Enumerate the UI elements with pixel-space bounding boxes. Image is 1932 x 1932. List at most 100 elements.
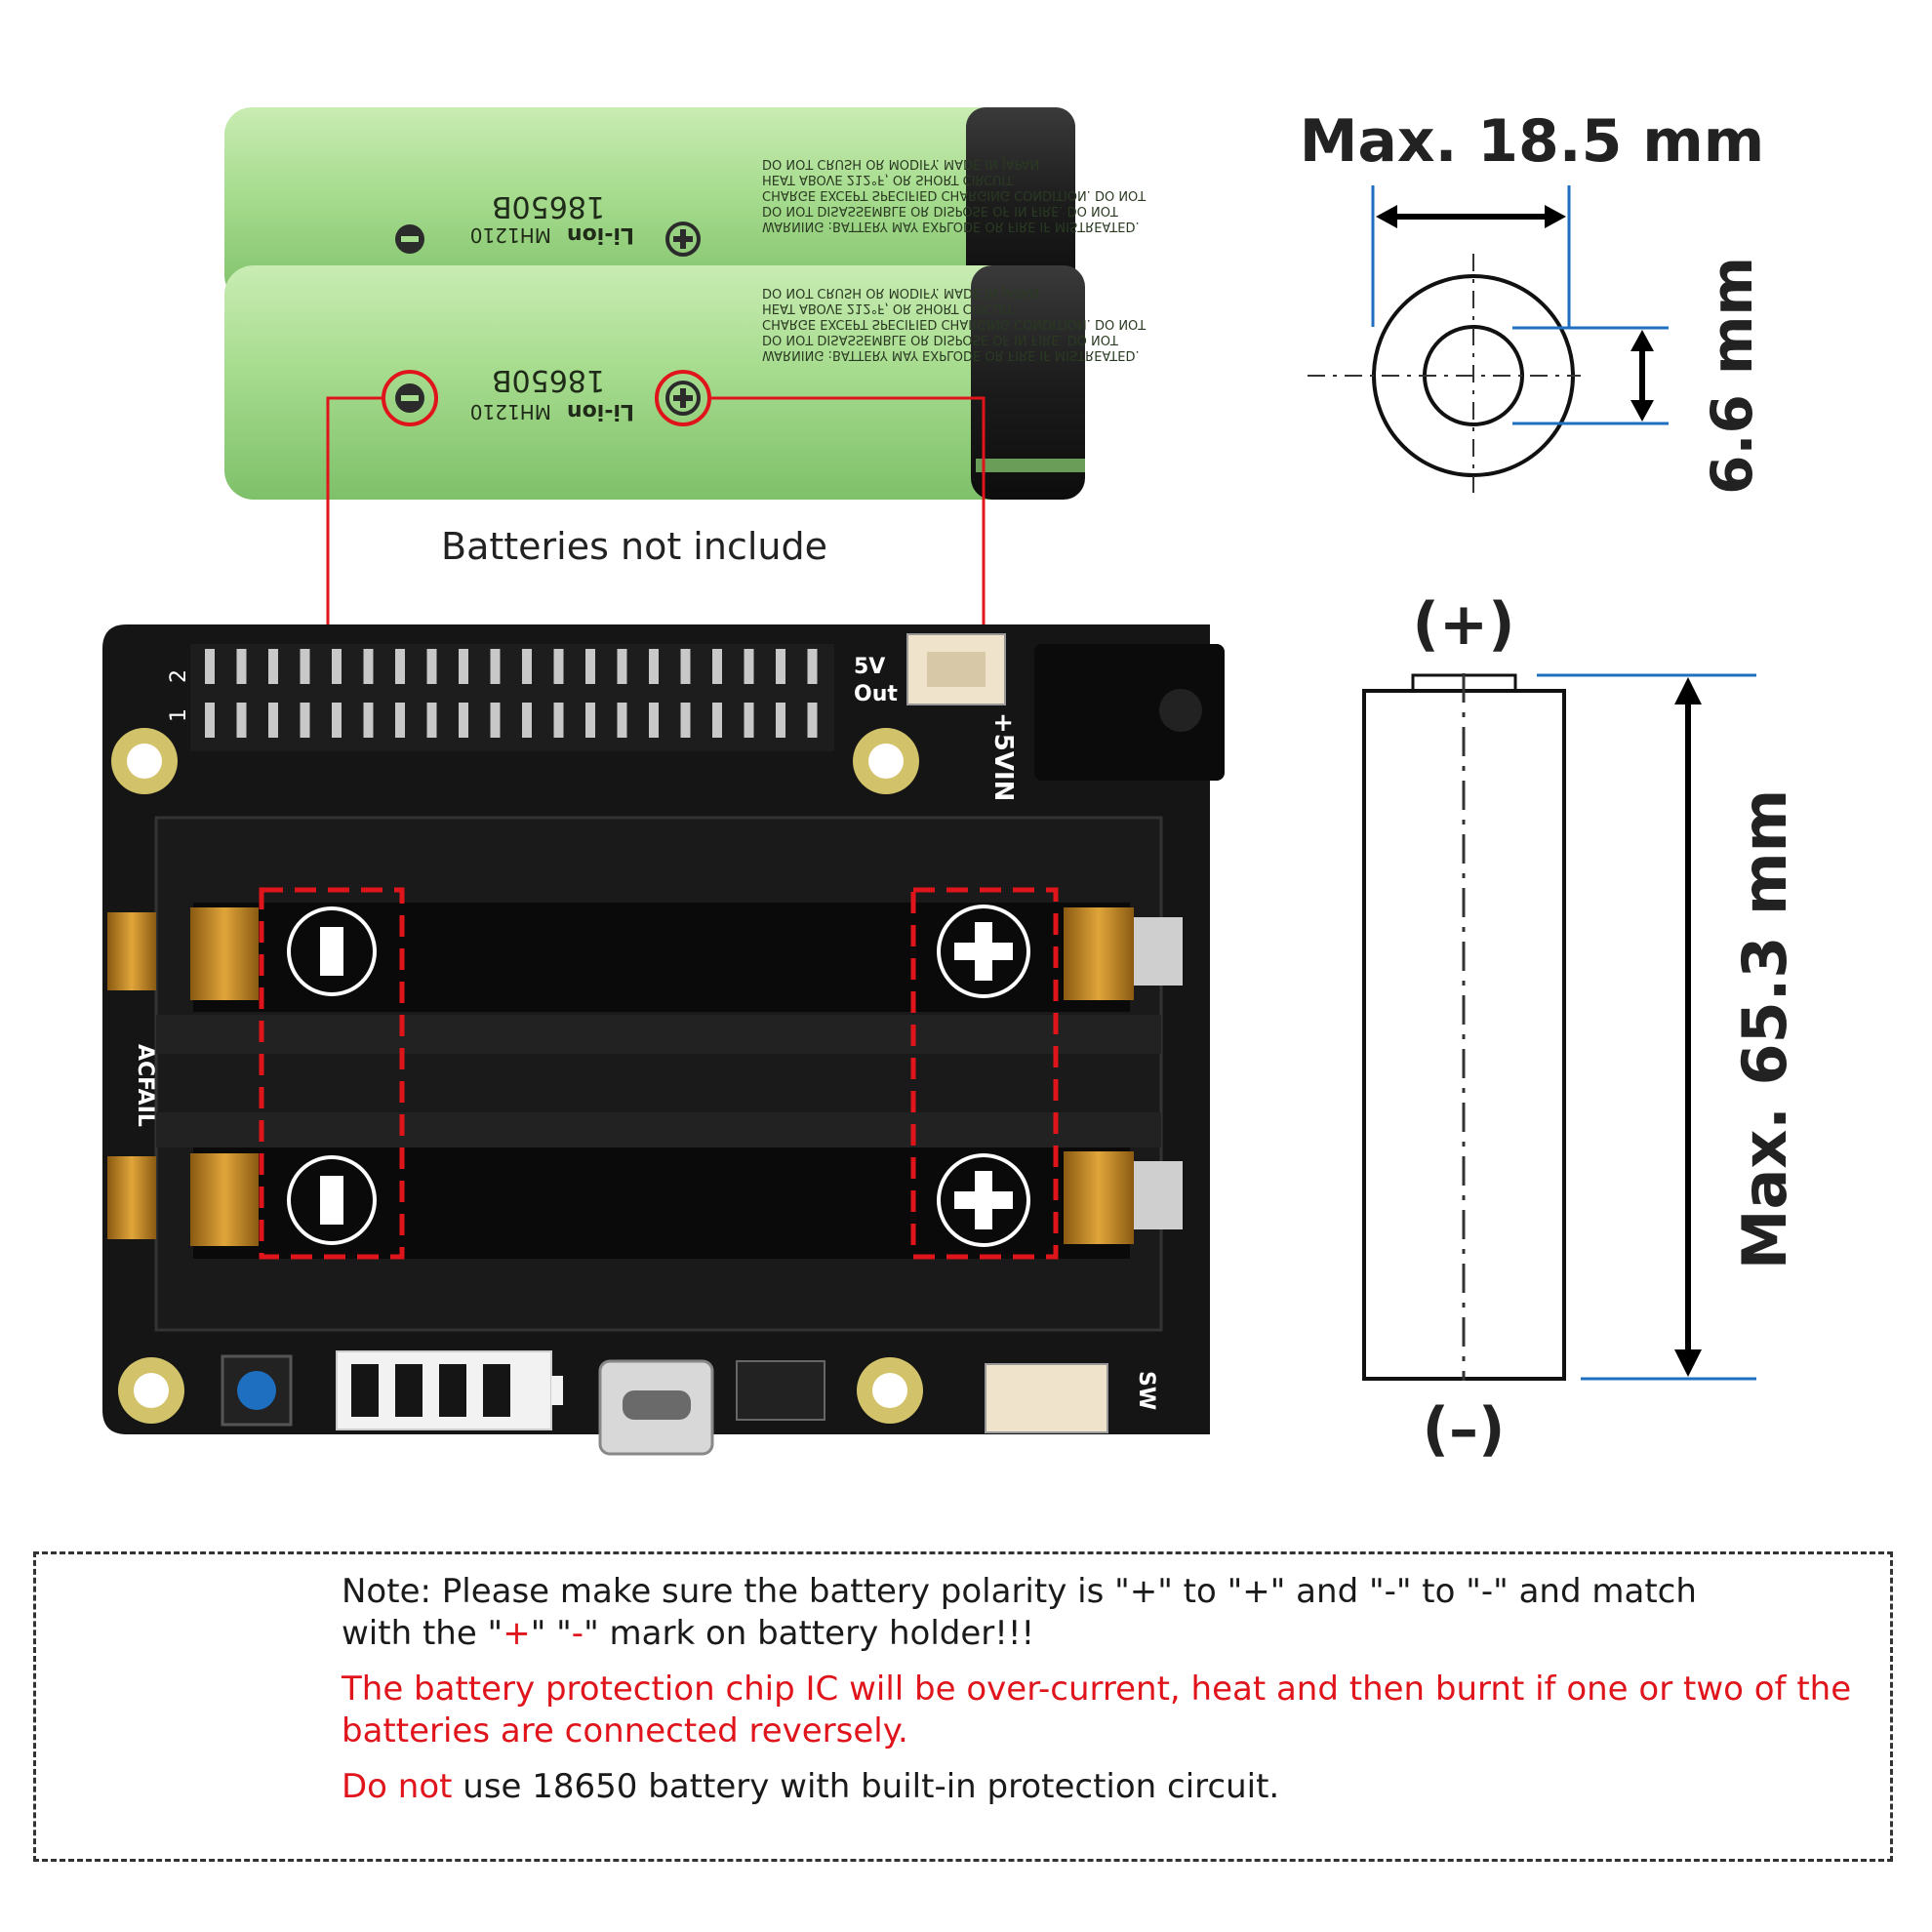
push-button-cap — [237, 1371, 276, 1410]
board-plus-icon-top — [937, 905, 1030, 998]
5v-in-label: +5VIN — [988, 712, 1018, 801]
gpio-pin — [585, 649, 595, 684]
length-diagram: (+) Max. 65.3 mm (–) — [1362, 590, 1800, 1464]
dc-jack — [1034, 644, 1225, 781]
gpio-pin — [236, 703, 247, 738]
note-line-1b-pre: with the " — [342, 1614, 503, 1653]
board-minus-icon-bottom — [287, 1155, 377, 1245]
gpio-pin — [522, 703, 532, 738]
battery-top-warning-1: WARNING :BATTERY MAY EXPLODE OR FIRE IF … — [762, 219, 1140, 233]
gpio-pin — [744, 703, 754, 738]
battery-bottom-warning-1: WARNING :BATTERY MAY EXPLODE OR FIRE IF … — [762, 347, 1140, 362]
gpio-pin — [649, 649, 659, 684]
battery-level-leds — [336, 1350, 563, 1430]
note-paragraph-3: Do not use 18650 battery with built-in p… — [342, 1766, 1864, 1808]
gpio-pin — [712, 649, 722, 684]
gpio-pin — [459, 649, 468, 684]
gpio-pin — [776, 703, 785, 738]
note-plus-mark: + — [503, 1614, 531, 1653]
sw-connector — [985, 1363, 1108, 1433]
gpio-pin — [205, 703, 215, 738]
battery-top-part: MH1210 — [470, 223, 551, 247]
note-line-1b-mid: " " — [530, 1614, 572, 1653]
acfail-label: ACFAIL — [133, 1044, 157, 1127]
gpio-pin — [332, 649, 342, 684]
battery-bottom-warning-5: DO NOT CRUSH OR MODIFY. MADE IN JAPAN — [762, 285, 1039, 300]
gpio-pin — [490, 703, 501, 738]
gpio-pin — [332, 703, 342, 738]
board-plus-icon-bottom — [937, 1153, 1030, 1247]
diameter-diagram: Max. 18.5 mm 6.6 mm — [1300, 107, 1765, 495]
gpio-pin — [522, 649, 532, 684]
gpio-pin — [459, 703, 468, 738]
gpio-pin — [490, 649, 501, 684]
gpio-pin — [300, 703, 310, 738]
terminal-arrow-up-icon — [1630, 330, 1654, 351]
battery-top-model: 18650B — [492, 189, 605, 223]
gpio-pin — [268, 703, 278, 738]
length-arrow-up-icon — [1674, 677, 1702, 704]
diameter-arrow-right-icon — [1545, 205, 1566, 228]
minus-highlight-box — [259, 887, 405, 1260]
gpio-pin — [585, 703, 595, 738]
battery-holder-board: 1 2 5V Out +5VIN — [102, 624, 1225, 1456]
gpio-pin-2-label: 2 — [167, 669, 191, 683]
minus-terminal-label: (–) — [1423, 1395, 1506, 1464]
gpio-pin — [363, 649, 374, 684]
mounting-holes — [111, 728, 923, 1424]
gpio-pin-1-label: 1 — [167, 708, 191, 722]
battery-top-warning-2: DO NOT DISASSEMBLE OR DISPOSE OF IN FIRE… — [762, 203, 1118, 218]
gpio-pin — [744, 649, 754, 684]
5v-out-label-b: Out — [854, 682, 898, 706]
gpio-pin — [807, 649, 818, 684]
gpio-pin — [617, 703, 627, 738]
battery-top-warning-3: CHARGE EXCEPT SPECIFIED CHARGING CONDITI… — [762, 187, 1146, 202]
battery-bottom-chemistry: Li-ion — [567, 399, 634, 423]
note-paragraph-1: Note: Please make sure the battery polar… — [342, 1571, 1864, 1655]
battery-top-warning-4: HEAT ABOVE 212°F, OR SHORT CIRCUIT. — [762, 172, 1016, 186]
note-box — [33, 1551, 1893, 1862]
gpio-pin — [776, 649, 785, 684]
gpio-pin — [363, 703, 374, 738]
gpio-pin — [268, 649, 278, 684]
gpio-header — [190, 644, 834, 751]
terminal-label: 6.6 mm — [1699, 257, 1765, 495]
gpio-pin — [395, 649, 405, 684]
jumper-header — [736, 1360, 825, 1421]
gpio-pin — [649, 703, 659, 738]
length-label: Max. 65.3 mm — [1729, 789, 1800, 1269]
gpio-pin — [426, 703, 437, 738]
5v-out-label-a: 5V — [854, 655, 885, 679]
note-line-1b-post: " mark on battery holder!!! — [584, 1614, 1035, 1653]
holder-contacts — [107, 907, 1183, 1246]
gpio-pin — [680, 649, 691, 684]
gpio-pin — [236, 649, 247, 684]
battery-top: WARNING :BATTERY MAY EXPLODE OR FIRE IF … — [224, 107, 1146, 302]
batteries-caption: Batteries not include — [441, 525, 827, 568]
battery-bottom-warning-3: CHARGE EXCEPT SPECIFIED CHARGING CONDITI… — [762, 316, 1146, 331]
battery-bottom: WARNING :BATTERY MAY EXPLODE OR FIRE IF … — [224, 265, 1146, 500]
diameter-arrow-left-icon — [1376, 205, 1397, 228]
battery-top-plus-icon — [665, 221, 701, 257]
length-arrow-down-icon — [1674, 1349, 1702, 1377]
diameter-label: Max. 18.5 mm — [1300, 107, 1765, 176]
battery-top-chemistry: Li-ion — [567, 222, 634, 247]
note-do-not: Do not — [342, 1767, 453, 1806]
gpio-pin — [300, 649, 310, 684]
note-text: Note: Please make sure the battery polar… — [342, 1571, 1864, 1822]
gpio-pin — [205, 649, 215, 684]
plus-terminal-label: (+) — [1412, 590, 1514, 659]
note-line-1: Note: Please make sure the battery polar… — [342, 1572, 1697, 1611]
battery-top-warning-5: DO NOT CRUSH OR MODIFY. MADE IN JAPAN — [762, 156, 1039, 171]
battery-bottom-part: MH1210 — [470, 400, 551, 423]
note-paragraph-2: The battery protection chip IC will be o… — [342, 1670, 1852, 1751]
note-minus-mark: - — [571, 1614, 584, 1653]
battery-bottom-warning-4: HEAT ABOVE 212°F, OR SHORT CIRCUIT. — [762, 301, 1016, 315]
note-line-3: use 18650 battery with built-in protecti… — [452, 1767, 1280, 1806]
gpio-pin — [426, 649, 437, 684]
gpio-pin — [553, 649, 564, 684]
gpio-pin — [712, 703, 722, 738]
sw-label: SW — [1134, 1371, 1158, 1410]
battery-bottom-warning-2: DO NOT DISASSEMBLE OR DISPOSE OF IN FIRE… — [762, 332, 1118, 346]
